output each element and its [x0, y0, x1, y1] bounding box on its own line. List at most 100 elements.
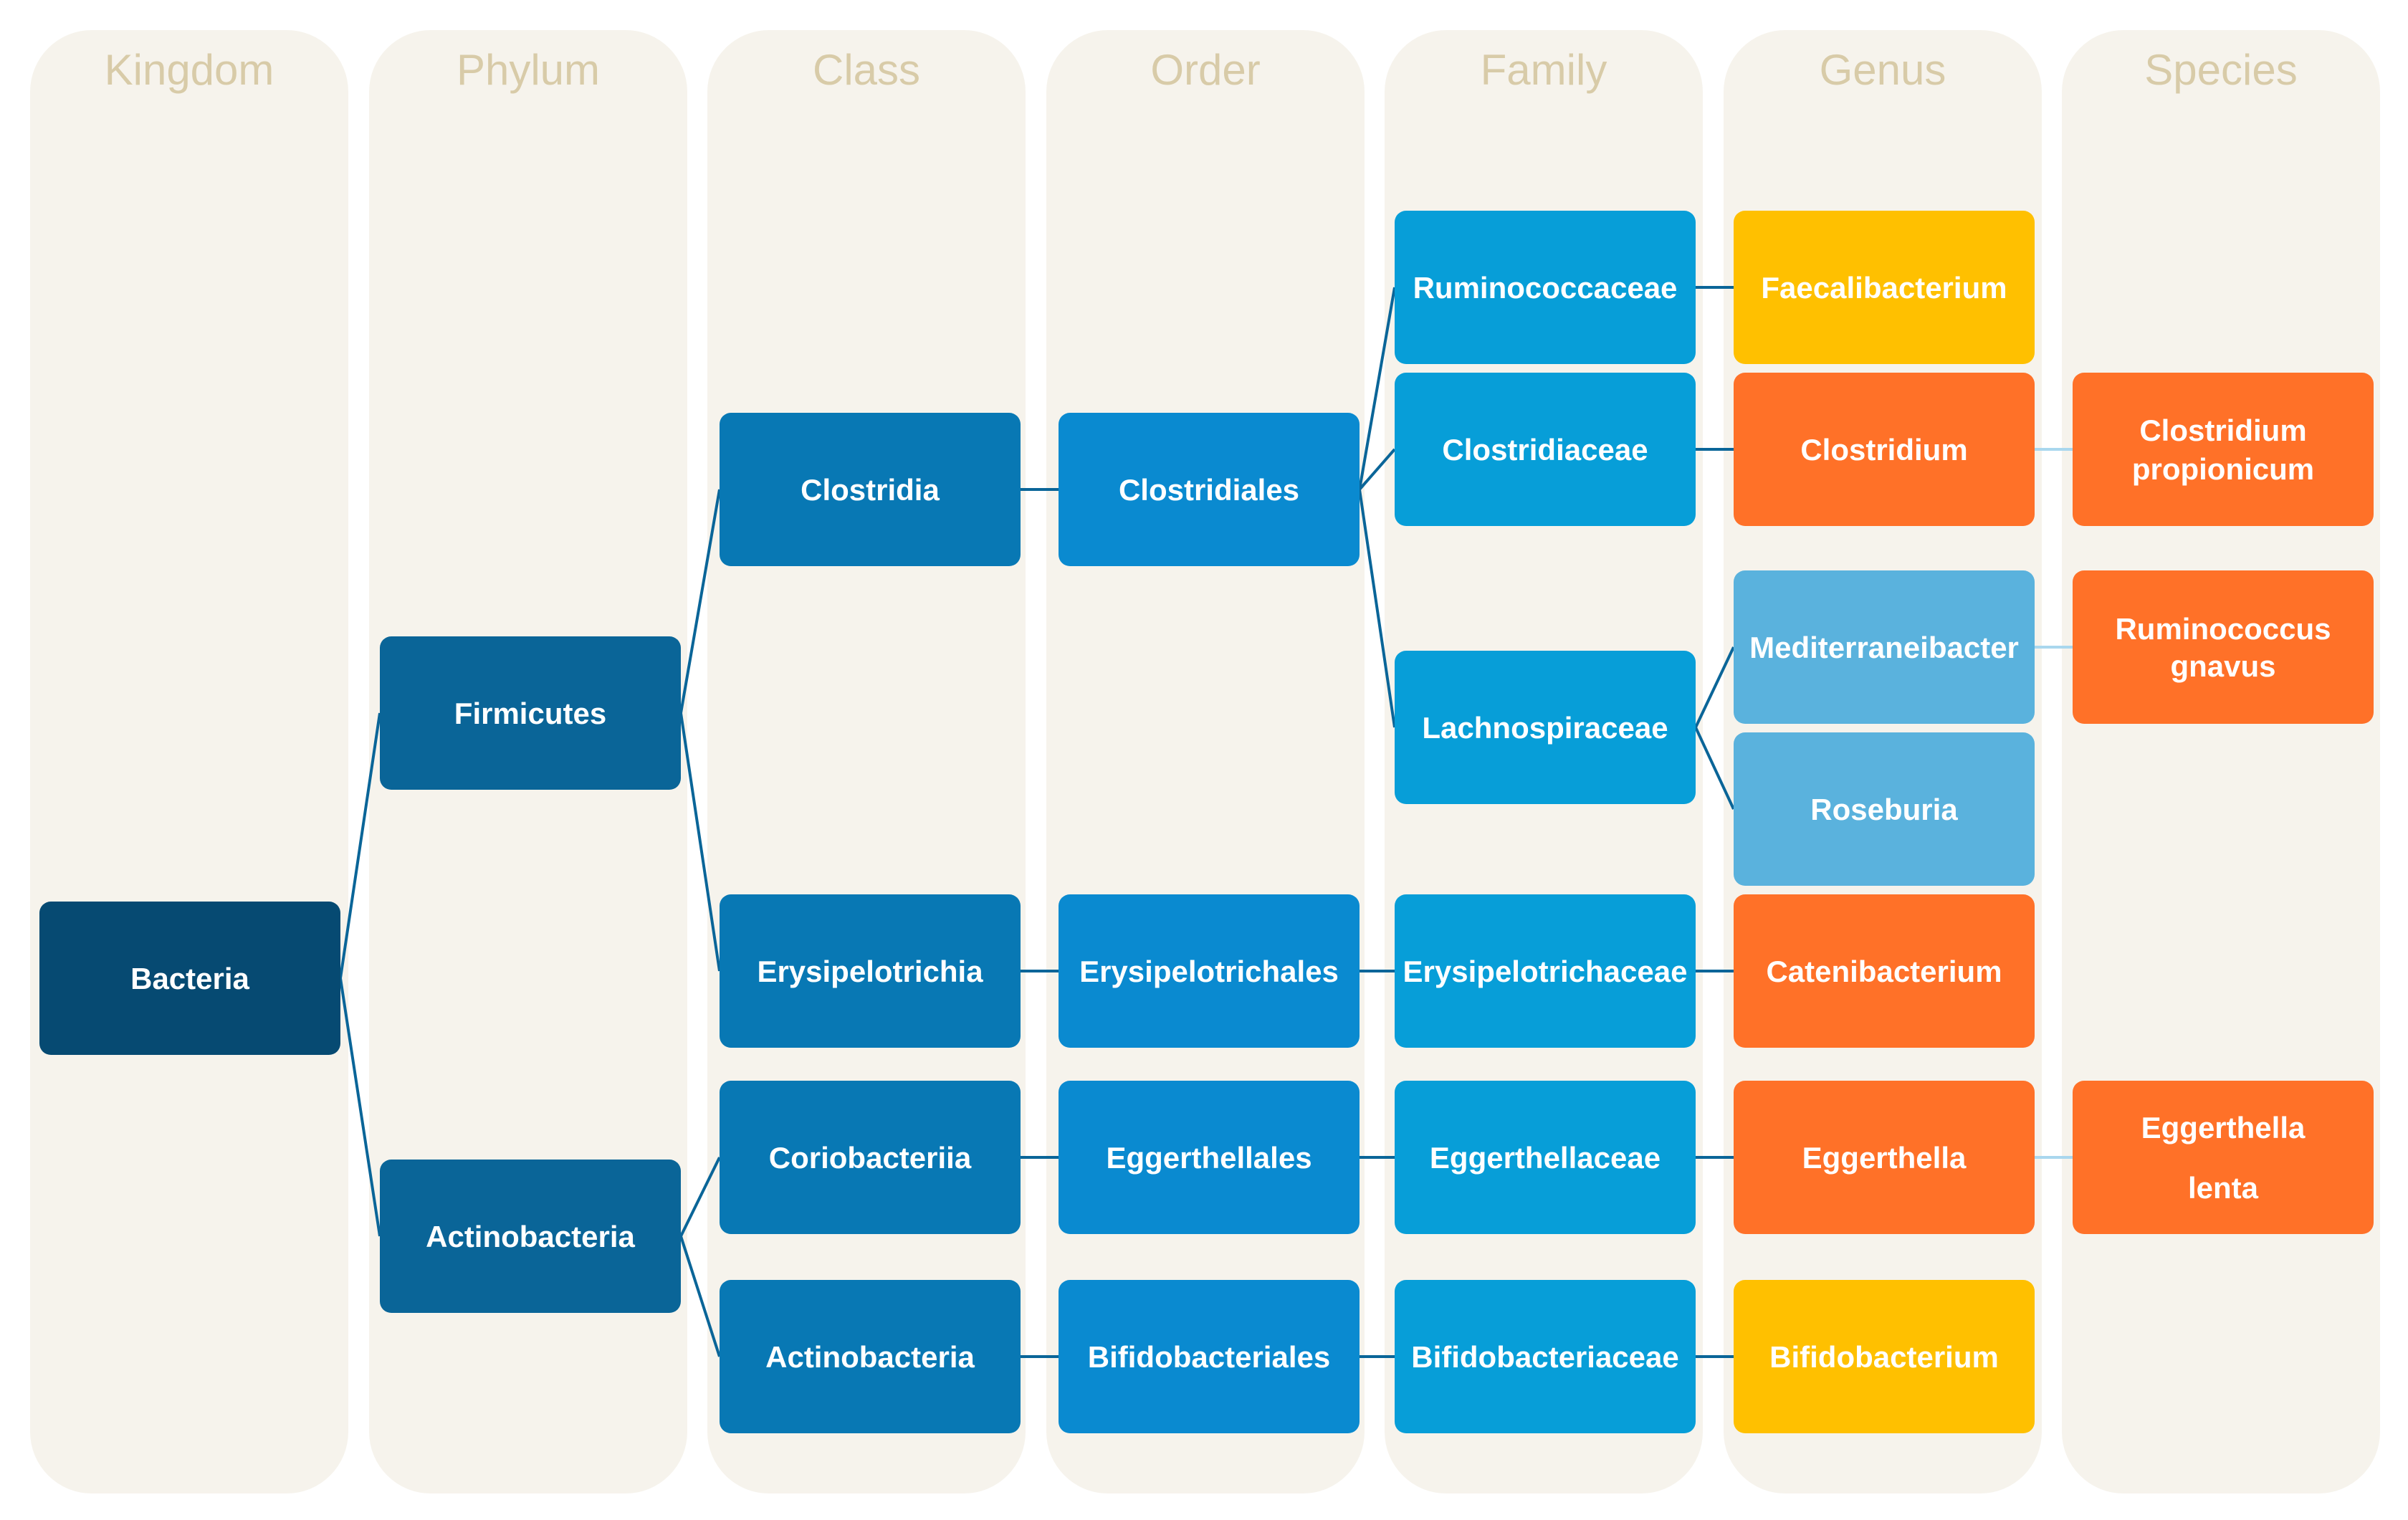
edge-bacteria-to-actinobacteria-phylum: [339, 978, 381, 1237]
node-label-eggerthellaceae: Eggerthellaceae: [1430, 1141, 1661, 1175]
node-box-bacteria: [39, 902, 340, 1055]
node-label-erysipelotrichales: Erysipelotrichales: [1079, 955, 1339, 988]
node-box-clostridiales: [1059, 413, 1360, 566]
node-box-eggerthellales: [1059, 1081, 1360, 1234]
edge-clostridiales-to-lachnospiraceae: [1358, 489, 1396, 728]
node-box-actinobacteria-class: [720, 1280, 1021, 1433]
node-label-clostridium: Clostridium: [1800, 433, 1967, 467]
column-title-genus: Genus: [1820, 46, 1946, 94]
node-label-catenibacterium: Catenibacterium: [1766, 955, 2002, 988]
node-label-clostridium-propionicum-2: propionicum: [2132, 452, 2314, 486]
node-label-erysipelotrichaceae: Erysipelotrichaceae: [1403, 955, 1688, 988]
column-title-species: Species: [2144, 46, 2297, 94]
node-lachnospiraceae: Lachnospiraceae: [1395, 651, 1696, 804]
node-box-ruminococcus-gnavus: [2073, 570, 2374, 724]
node-ruminococcaceae: Ruminococcaceae: [1395, 211, 1696, 364]
edge-clostridiales-to-clostridiaceae: [1358, 448, 1396, 491]
node-label-clostridium-propionicum-1: Clostridium: [2139, 414, 2306, 447]
node-eggerthella: Eggerthella: [1734, 1081, 2035, 1234]
node-box-firmicutes: [380, 636, 681, 790]
node-box-ruminococcaceae: [1395, 211, 1696, 364]
node-label-firmicutes: Firmicutes: [454, 697, 606, 730]
node-label-bifidobacterium: Bifidobacterium: [1769, 1340, 1999, 1374]
node-label-faecalibacterium: Faecalibacterium: [1761, 271, 2007, 305]
node-label-clostridiaceae: Clostridiaceae: [1442, 433, 1648, 467]
node-label-ruminococcus-gnavus-2: gnavus: [2170, 649, 2275, 683]
node-clostridiaceae: Clostridiaceae: [1395, 373, 1696, 526]
node-erysipelotrichales: Erysipelotrichales: [1059, 894, 1360, 1048]
edge-clostridiales-to-ruminococcaceae: [1358, 287, 1396, 490]
node-catenibacterium: Catenibacterium: [1734, 894, 2035, 1048]
node-erysipelotrichaceae: Erysipelotrichaceae: [1395, 894, 1696, 1048]
node-label-eggerthella-lenta-2: lenta: [2188, 1171, 2259, 1205]
column-class: [707, 30, 1026, 1493]
node-actinobacteria-class: Actinobacteria: [720, 1280, 1021, 1433]
node-box-erysipelotrichaceae: [1395, 894, 1696, 1048]
node-label-clostridiales: Clostridiales: [1119, 473, 1299, 507]
node-box-lachnospiraceae: [1395, 651, 1696, 804]
node-box-bifidobacteriaceae: [1395, 1280, 1696, 1433]
column-title-kingdom: Kingdom: [105, 46, 274, 94]
edge-firmicutes-to-erysipelotrichia: [679, 712, 721, 972]
node-box-faecalibacterium: [1734, 211, 2035, 364]
node-clostridium: Clostridium: [1734, 373, 2035, 526]
column-order: [1046, 30, 1365, 1493]
node-erysipelotrichia: Erysipelotrichia: [720, 894, 1021, 1048]
node-box-bifidobacterium: [1734, 1280, 2035, 1433]
node-label-ruminococcaceae: Ruminococcaceae: [1413, 271, 1678, 305]
column-species: [2062, 30, 2380, 1493]
node-actinobacteria-phylum: Actinobacteria: [380, 1160, 681, 1313]
node-box-erysipelotrichia: [720, 894, 1021, 1048]
node-roseburia: Roseburia: [1734, 732, 2035, 886]
node-box-clostridia: [720, 413, 1021, 566]
node-box-roseburia: [1734, 732, 2035, 886]
node-clostridia: Clostridia: [720, 413, 1021, 566]
edge-firmicutes-to-clostridia: [679, 489, 721, 714]
node-eggerthella-lenta: Eggerthella lenta: [2073, 1081, 2374, 1234]
node-box-coriobacteriia: [720, 1081, 1021, 1234]
node-bifidobacteriales: Bifidobacteriales: [1059, 1280, 1360, 1433]
node-box-clostridium-propionicum: [2073, 373, 2374, 526]
column-kingdom: [30, 30, 348, 1493]
connector-lines: [339, 286, 2073, 1358]
node-eggerthellaceae: Eggerthellaceae: [1395, 1081, 1696, 1234]
node-label-bacteria: Bacteria: [130, 962, 249, 995]
node-box-bifidobacteriales: [1059, 1280, 1360, 1433]
node-box-mediterraneibacter: [1734, 570, 2035, 724]
edge-actinobacteria-phylum-to-actinobacteria-class: [679, 1235, 721, 1357]
node-label-mediterraneibacter: Mediterraneibacter: [1749, 631, 2019, 664]
node-label-roseburia: Roseburia: [1810, 793, 1958, 826]
column-title-order: Order: [1150, 46, 1260, 94]
node-faecalibacterium: Faecalibacterium: [1734, 211, 2035, 364]
edge-lachnospiraceae-to-roseburia: [1694, 727, 1735, 810]
node-label-bifidobacteriaceae: Bifidobacteriaceae: [1411, 1340, 1679, 1374]
node-box-clostridiaceae: [1395, 373, 1696, 526]
edge-actinobacteria-phylum-to-coriobacteriia: [679, 1157, 721, 1237]
node-mediterraneibacter: Mediterraneibacter: [1734, 570, 2035, 724]
node-label-bifidobacteriales: Bifidobacteriales: [1088, 1340, 1330, 1374]
node-label-lachnospiraceae: Lachnospiraceae: [1422, 711, 1668, 745]
node-clostridiales: Clostridiales: [1059, 413, 1360, 566]
node-label-actinobacteria-class: Actinobacteria: [765, 1340, 975, 1374]
column-title-family: Family: [1481, 46, 1607, 94]
node-firmicutes: Firmicutes: [380, 636, 681, 790]
node-box-clostridium: [1734, 373, 2035, 526]
node-label-ruminococcus-gnavus-1: Ruminococcus: [2115, 612, 2331, 646]
edge-lachnospiraceae-to-mediterraneibacter: [1694, 646, 1735, 728]
node-label-coriobacteriia: Coriobacteriia: [769, 1141, 972, 1175]
edge-bacteria-to-firmicutes: [339, 712, 381, 979]
node-eggerthellales: Eggerthellales: [1059, 1081, 1360, 1234]
node-label-eggerthellales: Eggerthellales: [1106, 1141, 1312, 1175]
node-bifidobacteriaceae: Bifidobacteriaceae: [1395, 1280, 1696, 1433]
node-bacteria: Bacteria: [39, 902, 340, 1055]
node-label-eggerthella: Eggerthella: [1802, 1141, 1967, 1175]
node-box-eggerthella-lenta: [2073, 1081, 2374, 1234]
node-box-catenibacterium: [1734, 894, 2035, 1048]
node-box-eggerthellaceae: [1395, 1081, 1696, 1234]
node-label-eggerthella-lenta-1: Eggerthella: [2141, 1111, 2306, 1144]
node-box-actinobacteria-phylum: [380, 1160, 681, 1313]
node-label-clostridia: Clostridia: [801, 473, 940, 507]
